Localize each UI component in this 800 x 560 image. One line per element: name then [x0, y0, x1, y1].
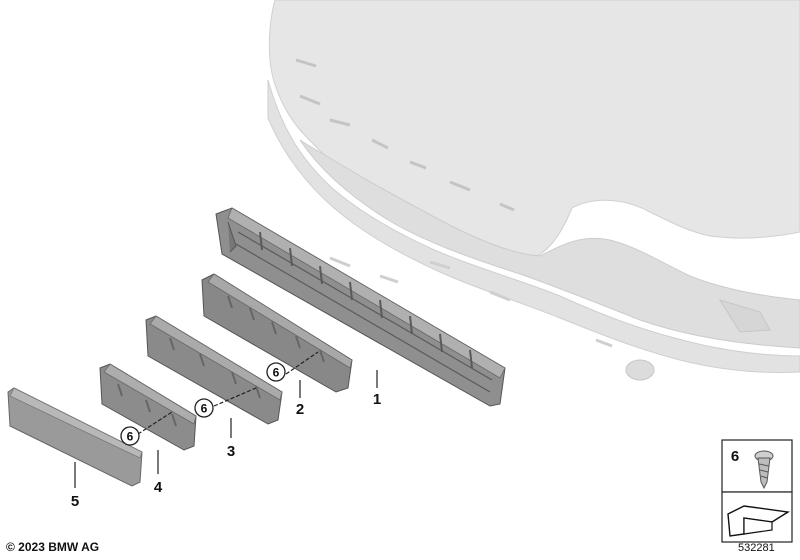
part-2-bracket	[201, 273, 353, 393]
screw-label-c: 6	[127, 430, 134, 444]
callout-3-label: 3	[227, 443, 235, 460]
callout-2: 2	[296, 380, 304, 418]
angle-bracket-icon	[727, 505, 791, 537]
self-tapping-screw-icon	[754, 450, 774, 490]
screw-label-b: 6	[201, 402, 208, 416]
screw-label-a: 6	[273, 366, 280, 380]
screw-marker-b: 6	[194, 387, 257, 418]
callout-4: 4	[154, 450, 163, 496]
part-3-plate-base	[145, 315, 283, 425]
part-1-grille	[215, 207, 506, 407]
callout-1-label: 1	[373, 391, 381, 408]
callout-4-label: 4	[154, 479, 163, 496]
diagram-number: 532281	[738, 542, 775, 554]
callout-5: 5	[71, 462, 79, 510]
screw-marker-a: 6	[266, 351, 319, 382]
screw-marker-c: 6	[120, 411, 173, 446]
callout-2-label: 2	[296, 401, 304, 418]
part-4-plate-holder	[99, 363, 197, 451]
callout-3: 3	[227, 418, 235, 460]
legend-screw-box: 6	[721, 439, 793, 493]
callout-5-label: 5	[71, 493, 79, 510]
part-5-plate-filler	[7, 387, 143, 487]
legend-screw-label: 6	[731, 448, 739, 465]
callout-1: 1	[373, 370, 381, 408]
copyright-text: © 2023 BMW AG	[6, 540, 100, 554]
legend-bracket-box	[721, 491, 793, 543]
front-bumper-ghost	[267, 0, 800, 381]
